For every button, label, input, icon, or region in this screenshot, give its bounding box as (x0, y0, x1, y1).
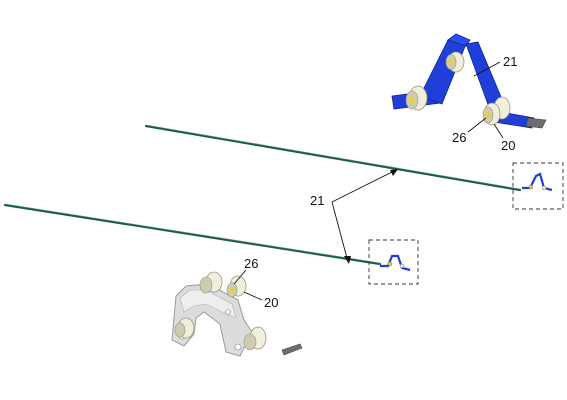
label-upper-roller: 20 (501, 138, 515, 153)
leader-upper-pulley (467, 117, 487, 133)
roller-left (405, 85, 428, 111)
lower-detail-box (368, 239, 419, 285)
roller-top (445, 51, 465, 73)
roller-bottom (482, 96, 511, 126)
label-upper-frame: 21 (503, 54, 517, 69)
upper-belt-assembly (391, 33, 547, 129)
leader-upper-roller (493, 123, 504, 139)
center-pointer (331, 169, 398, 264)
lower-strip (3, 203, 382, 266)
detached-plate (281, 343, 303, 356)
leader-lower-pulley (233, 269, 247, 285)
leader-upper-frame (473, 61, 501, 77)
lower-bracket-assembly (171, 271, 267, 357)
label-upper-pulley: 26 (452, 130, 466, 145)
upper-strip (144, 124, 522, 192)
label-lower-roller: 20 (264, 295, 278, 310)
label-center-pointer: 21 (310, 193, 324, 208)
upper-detail-box (512, 162, 564, 210)
label-lower-pulley: 26 (244, 256, 258, 271)
leader-lower-roller (243, 291, 263, 301)
